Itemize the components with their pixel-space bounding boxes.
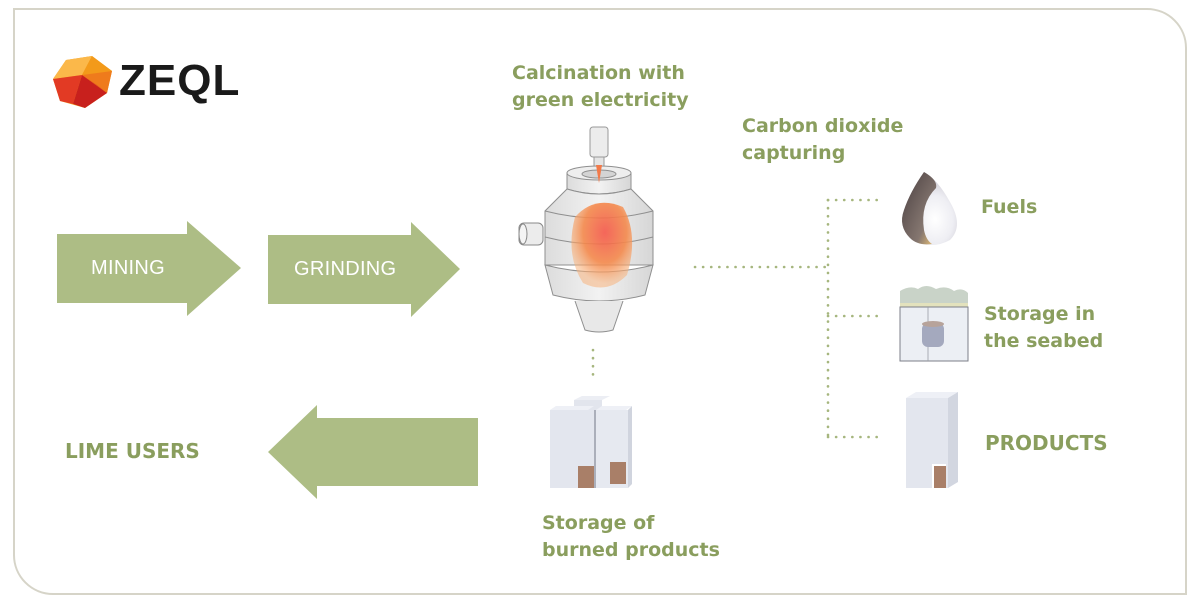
calcination-title-line2: green electricity (512, 89, 689, 111)
product-silo-icon (906, 392, 958, 488)
co2-capture-title: Carbon dioxide capturing (742, 113, 903, 167)
burned-storage-label: Storage of burned products (542, 510, 720, 564)
co2-capture-title-line1: Carbon dioxide (742, 115, 904, 137)
mining-label: MINING (91, 257, 166, 279)
faceted-gem-icon (53, 56, 112, 108)
burned-storage-label-line2: burned products (542, 539, 720, 561)
return-arrow (268, 405, 478, 499)
seabed-storage-label-line2: the seabed (984, 330, 1104, 352)
grinding-label: GRINDING (294, 258, 397, 280)
calcination-title-line1: Calcination with (512, 62, 685, 84)
grinding-arrow (268, 222, 460, 317)
mining-arrow (57, 221, 241, 316)
lime-users-label: LIME USERS (65, 439, 200, 463)
brand-name: ZEQL (119, 56, 241, 105)
calcination-title: Calcination with green electricity (512, 60, 689, 114)
fuels-label: Fuels (981, 196, 1038, 218)
burned-storage-label-line1: Storage of (542, 512, 655, 534)
fuel-drop-icon (902, 172, 957, 245)
seabed-storage-label: Storage in the seabed (984, 301, 1103, 355)
seabed-storage-label-line1: Storage in (984, 303, 1096, 325)
seabed-storage-icon (899, 286, 969, 362)
twin-silo-icon (550, 396, 632, 488)
co2-capture-title-line2: capturing (742, 142, 846, 164)
electric-kiln-icon (518, 126, 654, 333)
products-label: PRODUCTS (985, 431, 1108, 455)
